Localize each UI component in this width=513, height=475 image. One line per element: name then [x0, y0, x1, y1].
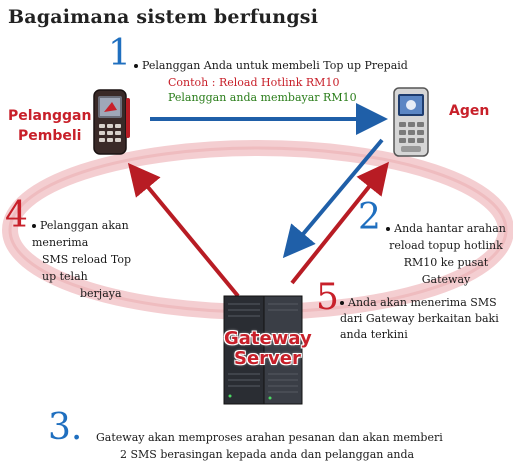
customer-phone-icon	[93, 89, 130, 155]
agent-phone-icon	[393, 87, 429, 157]
step-3-line-2: 2 SMS berasingan kepada anda dan pelangg…	[120, 448, 415, 461]
step-2-text: Anda hantar arahan reload topup hotlink …	[386, 220, 506, 288]
gateway-label-line-1: Gateway	[224, 328, 312, 349]
step-5-line-2: dari Gateway berkaitan baki	[340, 312, 499, 325]
arrow-agent-to-gateway	[282, 138, 384, 259]
step-1-description: Pelanggan Anda untuk membeli Top up Prep…	[142, 59, 408, 72]
step-2-line-2: reload topup hotlink	[389, 239, 503, 252]
arrow-gateway-to-customer	[127, 162, 240, 298]
gateway-server-icon	[223, 295, 303, 405]
step-4-number: 4	[5, 195, 28, 236]
bullet-dot	[32, 224, 36, 228]
step-4-line-1: Pelanggan akan menerima	[32, 219, 129, 249]
step-5-line-1: Anda akan menerima SMS	[348, 296, 497, 309]
step-5-text: Anda akan menerima SMS dari Gateway berk…	[340, 295, 500, 343]
step-3-number: 3.	[48, 407, 83, 448]
step-4-line-3: berjaya	[80, 287, 122, 300]
bullet-dot	[386, 227, 391, 231]
step-2-line-4: Gateway	[421, 273, 471, 286]
agent-label: Agen	[449, 103, 490, 119]
customer-label-line-1: Pelanggan	[8, 108, 92, 124]
step-2-line-1: Anda hantar arahan	[394, 222, 506, 235]
step-5-line-3: anda terkini	[340, 328, 408, 341]
diagram-title: Bagaimana sistem berfungsi	[8, 6, 319, 28]
step-2-line-3: RM10 ke pusat	[403, 256, 489, 269]
step-3-line-1: Gateway akan memproses arahan pesanan da…	[96, 431, 443, 444]
arrow-gateway-to-agent	[290, 161, 389, 285]
step-4-text: Pelanggan akan menerima SMS reload Top u…	[32, 217, 148, 302]
step-2-number: 2	[358, 197, 381, 238]
bullet-dot	[340, 301, 344, 305]
customer-label-line-2: Pembeli	[18, 128, 82, 144]
step-5-number: 5	[316, 277, 339, 318]
step-1-number: 1	[108, 33, 131, 74]
bullet-dot	[134, 64, 138, 68]
step-1-payment: Pelanggan anda membayar RM10	[168, 91, 357, 104]
step-1-text: Pelanggan Anda untuk membeli Top up Prep…	[134, 59, 408, 72]
step-1-example: Contoh : Reload Hotlink RM10	[168, 76, 340, 89]
step-4-line-2: SMS reload Top up telah	[42, 253, 131, 283]
gateway-label-line-2: Server	[234, 348, 301, 369]
